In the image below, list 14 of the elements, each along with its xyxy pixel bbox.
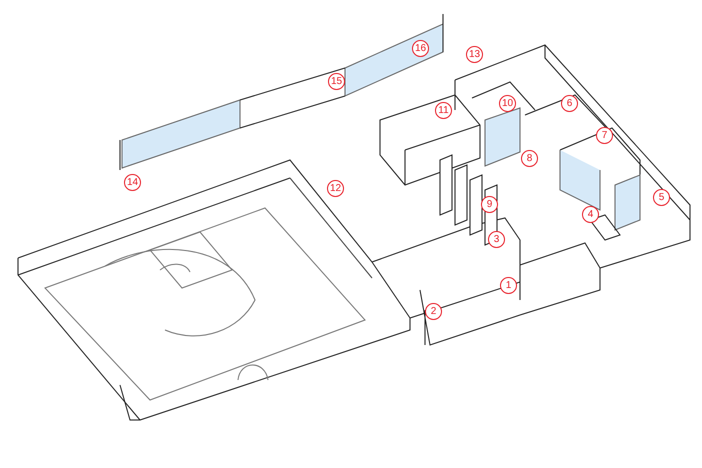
callout-number: 10 (499, 95, 516, 112)
callout-number: 7 (596, 127, 613, 144)
callout-number: 13 (466, 46, 483, 63)
callout-number: 15 (328, 73, 345, 90)
callout-number: 2 (425, 303, 442, 320)
callout-number: 1 (500, 277, 517, 294)
callout-number: 12 (327, 180, 344, 197)
callout-number: 5 (653, 189, 670, 206)
callout-number: 4 (582, 206, 599, 223)
callout-number: 11 (435, 102, 452, 119)
callout-number: 6 (561, 95, 578, 112)
callout-number: 14 (124, 174, 141, 191)
callout-number: 8 (521, 150, 538, 167)
callout-number: 3 (488, 231, 505, 248)
